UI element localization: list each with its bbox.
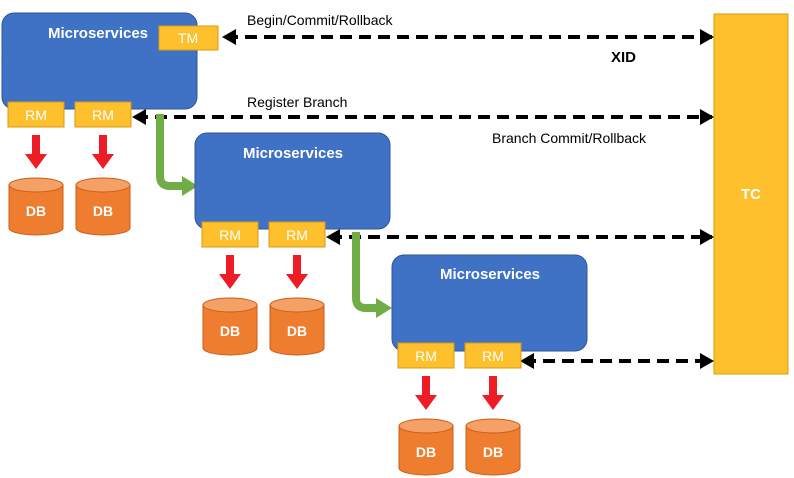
rm-box-1b [74, 101, 132, 128]
arrow-heads [132, 29, 714, 369]
dashed-arrows [136, 35, 712, 363]
green-arrowhead-2 [376, 298, 392, 318]
begin-commit-rollback-label: Begin/Commit/Rollback [247, 12, 393, 28]
arrowhead-right-3 [700, 229, 714, 245]
xid-label: XID [611, 49, 636, 66]
rm-label-2b: RM [286, 227, 308, 243]
green-arrow-heads [182, 176, 392, 318]
arrowhead-left-1 [222, 29, 236, 45]
green-arrowhead-1 [182, 176, 198, 196]
rm-label-3a: RM [415, 348, 437, 364]
register-branch-label: Register Branch [247, 94, 347, 110]
rm-label-3b: RM [482, 348, 504, 364]
db-label-3a: DB [416, 444, 436, 460]
db-label-3b: DB [483, 444, 503, 460]
red-arrow-3b [482, 376, 504, 410]
rm-box-1a [7, 101, 65, 128]
arrowhead-right-1 [700, 29, 714, 45]
red-arrow-3a [415, 376, 437, 410]
branch-commit-rollback-label: Branch Commit/Rollback [492, 130, 647, 146]
rm-box-2b [268, 221, 326, 248]
db-cylinder-2a [202, 297, 258, 356]
tm-box [158, 25, 219, 51]
db-label-1b: DB [93, 203, 113, 219]
arrowhead-left-3 [326, 229, 340, 245]
arrowhead-right-2 [700, 109, 714, 125]
microservice-title-3: Microservices [440, 266, 540, 283]
rm-box-3a [397, 342, 455, 369]
red-arrow-1a [25, 135, 47, 169]
green-arrows [156, 114, 378, 312]
db-cylinder-2b [269, 297, 325, 356]
tc-box [713, 13, 789, 375]
rm-box-3b [464, 342, 522, 369]
tm-label: TM [178, 30, 198, 46]
red-arrows-1 [25, 135, 114, 169]
arrowhead-right-4 [700, 353, 714, 369]
rm-box-2a [201, 221, 259, 248]
arrowhead-left-4 [520, 353, 534, 369]
rm-label-1a: RM [25, 107, 47, 123]
green-arrow-2 [352, 232, 378, 312]
red-arrow-2a [219, 255, 241, 289]
tc-label: TC [741, 186, 761, 203]
rm-label-1b: RM [92, 107, 114, 123]
db-label-1a: DB [26, 203, 46, 219]
red-arrow-2b [286, 255, 308, 289]
microservice-title-2: Microservices [243, 145, 343, 162]
db-cylinder-1a [8, 177, 64, 236]
red-arrows-2 [219, 255, 308, 289]
arrowhead-left-2 [132, 109, 146, 125]
green-arrow-1 [156, 114, 184, 190]
db-label-2b: DB [287, 323, 307, 339]
rm-label-2a: RM [219, 227, 241, 243]
red-arrow-1b [92, 135, 114, 169]
db-label-2a: DB [220, 323, 240, 339]
microservice-title-1: Microservices [48, 25, 148, 42]
db-cylinder-3a [398, 418, 454, 476]
db-cylinder-3b [465, 418, 521, 476]
db-cylinder-1b [75, 177, 131, 236]
red-arrows-3 [415, 376, 504, 410]
